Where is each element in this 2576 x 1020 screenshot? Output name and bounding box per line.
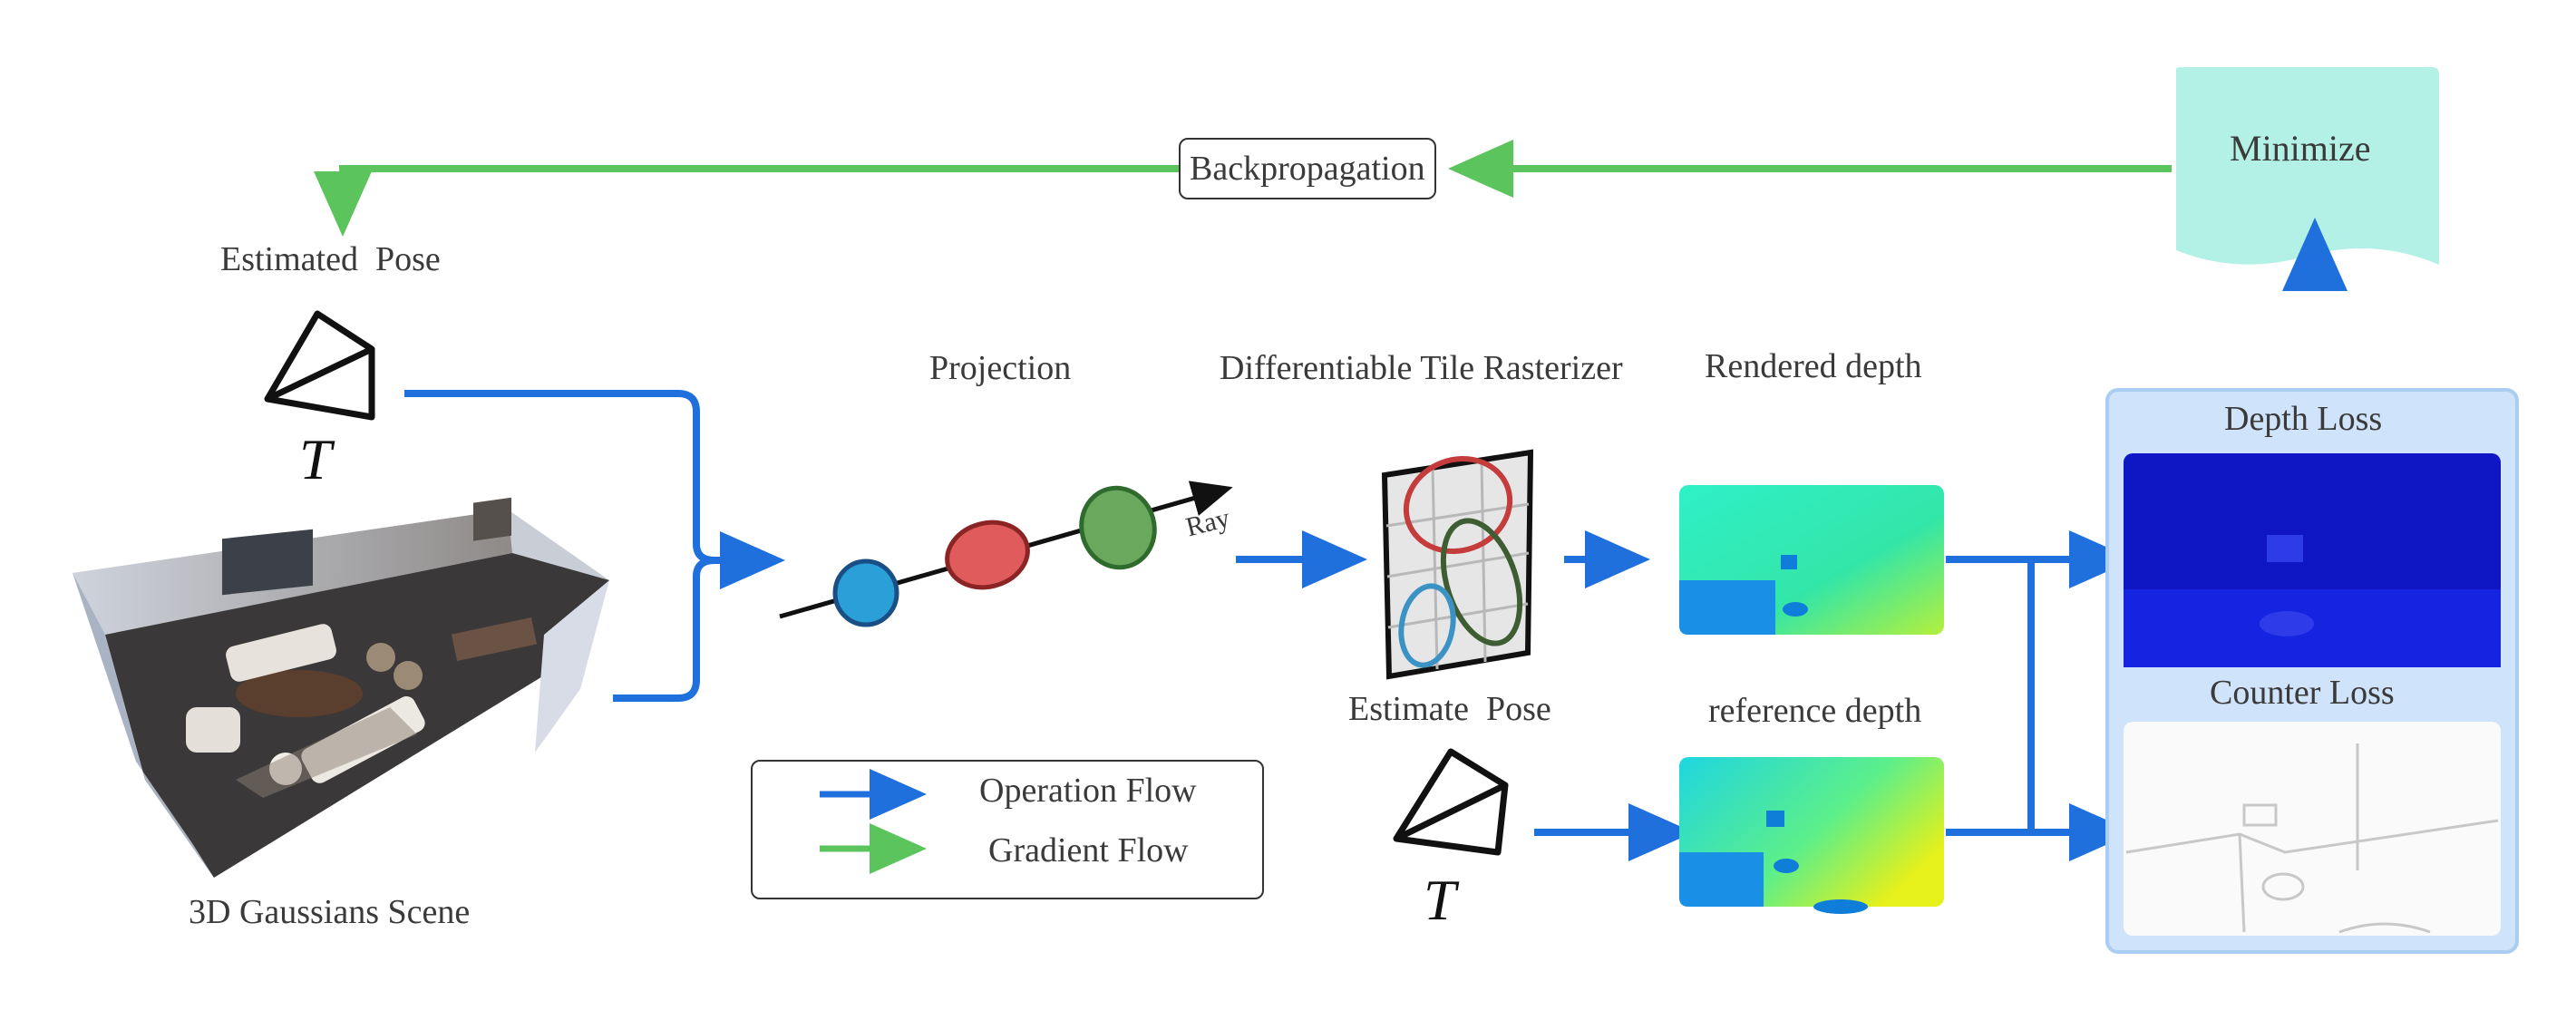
pose-symbol-top: T (299, 427, 332, 491)
rendered-depth-image (1679, 485, 1944, 635)
legend-box: Operation Flow Gradient Flow (751, 760, 1264, 899)
estimate-pose-label: Estimate Pose (1348, 690, 1551, 728)
projection-ray (779, 481, 1233, 627)
gaussian-green (1079, 485, 1157, 570)
backpropagation-label: Backpropagation (1179, 138, 1436, 199)
gradient-flow-arrows (314, 140, 2172, 237)
loss-panel (2105, 388, 2519, 954)
scene-label: 3D Gaussians Scene (189, 893, 471, 931)
scene-room-image (73, 497, 609, 878)
legend-arrows (820, 769, 927, 874)
rasterizer-grid (1381, 449, 1534, 680)
depth-loss-label: Depth Loss (2224, 400, 2383, 438)
counter-loss-label: Counter Loss (2210, 674, 2395, 712)
gaussian-red (945, 520, 1030, 590)
minimize-label: Minimize (2230, 128, 2371, 169)
pose-symbol-bottom: T (1424, 868, 1456, 932)
legend-operation-label: Operation Flow (979, 772, 1197, 810)
counter-loss-image (2124, 722, 2501, 936)
rendered-depth-label: Rendered depth (1705, 347, 1922, 385)
camera-icon-estimate (1393, 748, 1509, 856)
minimize-shape (2176, 67, 2439, 265)
camera-icon-estimated (264, 310, 375, 421)
reference-depth-image (1679, 757, 1944, 914)
rasterizer-label: Differentiable Tile Rasterizer (1220, 349, 1623, 387)
estimated-pose-label: Estimated Pose (220, 240, 441, 278)
legend-gradient-label: Gradient Flow (988, 831, 1189, 869)
projection-label: Projection (929, 349, 1072, 387)
reference-depth-label: reference depth (1708, 692, 1922, 730)
gaussian-blue (832, 559, 899, 627)
operation-flow-arrows (404, 390, 2134, 861)
